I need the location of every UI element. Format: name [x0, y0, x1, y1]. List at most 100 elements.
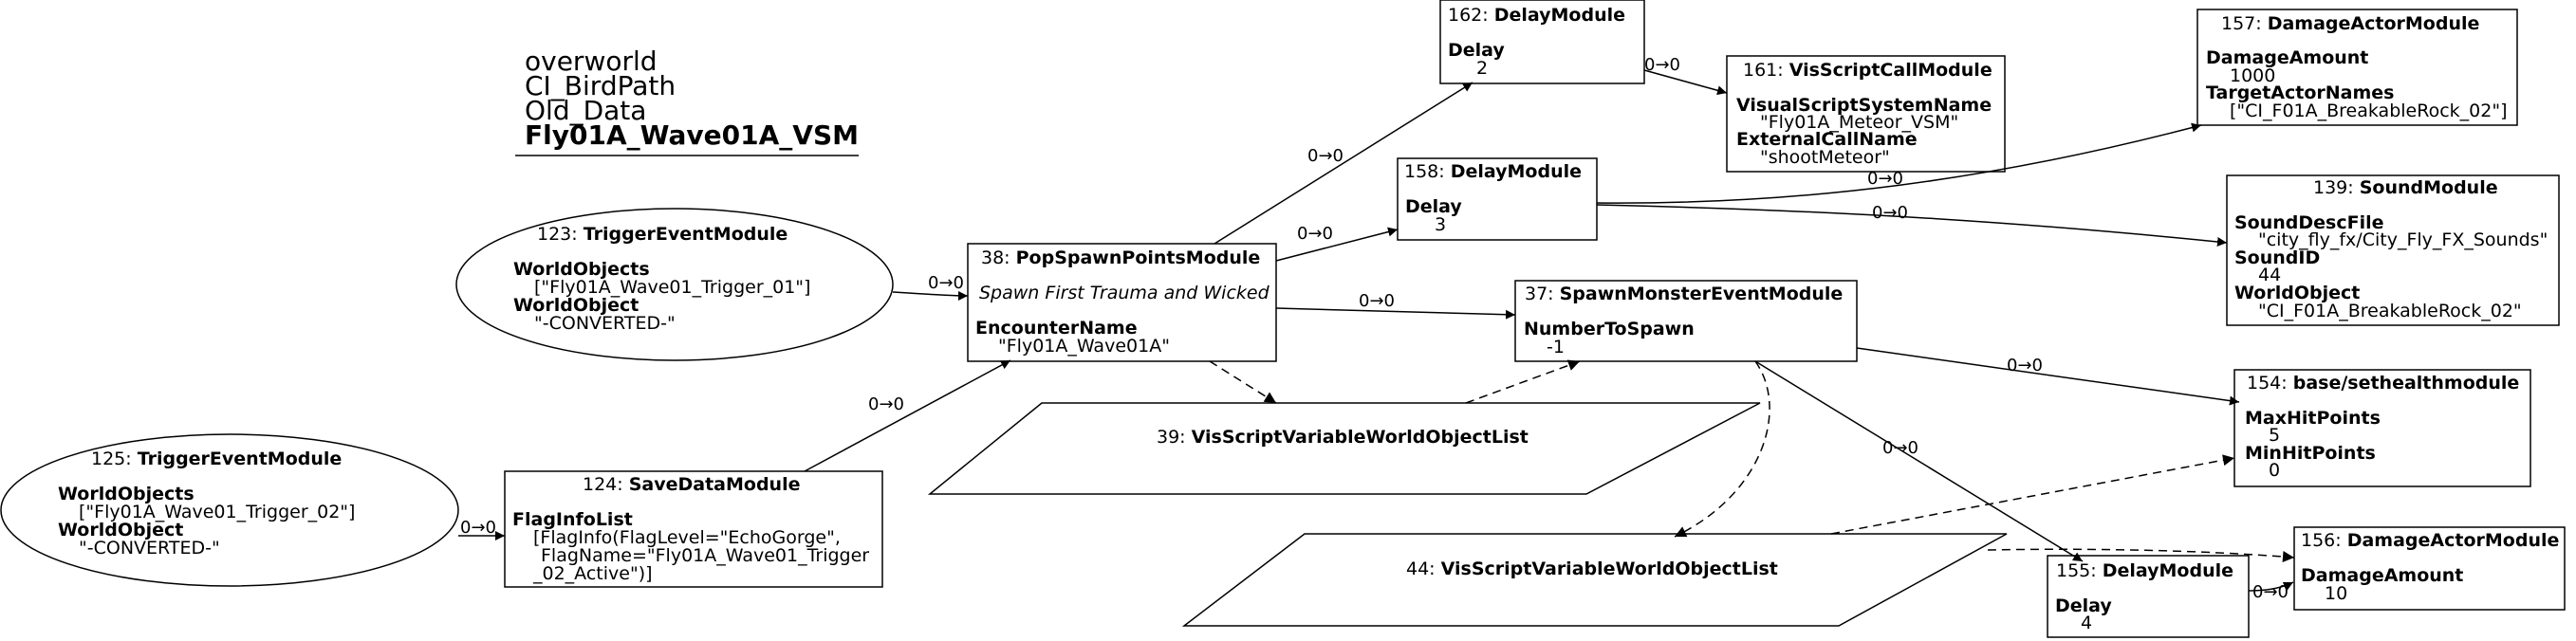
edge-37-155: [1754, 360, 2084, 562]
node-header: 157: DamageActorModule: [2221, 13, 2479, 34]
node-162-delay[interactable]: 162: DelayModule Delay 2: [1439, 0, 1645, 84]
node-37-spawn-monster[interactable]: 37: SpawnMonsterEventModule NumberToSpaw…: [1514, 280, 1858, 362]
node-prop-value: 2: [1476, 58, 1488, 79]
node-prop-key: SoundID: [2234, 247, 2320, 268]
node-prop-key: WorldObject: [2234, 283, 2360, 303]
node-prop-key: MinHitPoints: [2245, 443, 2376, 464]
node-158-delay[interactable]: 158: DelayModule Delay 3: [1397, 157, 1598, 241]
node-prop-value: 4: [2081, 613, 2092, 633]
node-123-trigger-event[interactable]: 123: TriggerEventModule WorldObjects ["F…: [455, 208, 894, 361]
node-shape: [2047, 555, 2250, 638]
edge-label-125-124: 0→0: [460, 518, 496, 538]
title-graph-name: Fly01A_Wave01A_VSM: [525, 119, 859, 151]
edge-label-123-38: 0→0: [928, 273, 964, 293]
node-154-set-health[interactable]: 154: base/sethealthmodule MaxHitPoints 5…: [2233, 369, 2531, 487]
node-prop-key: SoundDescFile: [2234, 212, 2384, 233]
node-header: 44: VisScriptVariableWorldObjectList: [1406, 559, 1778, 579]
node-prop-key: WorldObject: [58, 520, 183, 540]
node-shape: [967, 243, 1277, 362]
node-shape: [1439, 0, 1645, 84]
node-139-sound[interactable]: 139: SoundModule SoundDescFile "city_fly…: [2226, 174, 2560, 326]
edge-158-139: [1596, 204, 2228, 247]
node-shape: [1514, 280, 1858, 362]
edge-38-162: [1214, 82, 1473, 245]
node-header: 123: TriggerEventModule: [537, 224, 788, 245]
edge-label-37-155: 0→0: [1882, 438, 1918, 458]
node-prop-value: -1: [1547, 337, 1565, 357]
node-prop-value: "Fly01A_Wave01A": [998, 336, 1170, 357]
node-prop-value: "city_fly_fx/City_Fly_FX_Sounds": [2258, 229, 2548, 250]
node-prop-value: 1000: [2230, 65, 2275, 86]
edge-label-158-157: 0→0: [1867, 169, 1903, 189]
node-prop-key: DamageAmount: [2301, 565, 2463, 586]
node-155-delay[interactable]: 155: DelayModule Delay 4: [2047, 555, 2250, 638]
node-prop-value: "shootMeteor": [1760, 147, 1890, 168]
node-description: Spawn First Trauma and Wicked: [979, 283, 1270, 303]
node-header: 158: DelayModule: [1404, 161, 1582, 182]
node-prop-key: WorldObjects: [513, 259, 650, 280]
node-header: 154: base/sethealthmodule: [2247, 373, 2519, 394]
edge-162-161: [1643, 69, 1728, 96]
node-shape: [2233, 369, 2531, 487]
edge-labels: 0→0 0→0 0→0 0→0 0→0 0→0 0→0 0→0 0→0 0→0 …: [460, 55, 2289, 602]
node-header: 38: PopSpawnPointsModule: [981, 247, 1260, 268]
node-157-damage-actor[interactable]: 157: DamageActorModule DamageAmount 1000…: [2196, 9, 2518, 126]
node-shape: [1726, 55, 2006, 173]
node-prop-value: 44: [2258, 265, 2281, 285]
node-header: 139: SoundModule: [2313, 177, 2498, 198]
node-prop-key: ExternalCallName: [1736, 129, 1918, 150]
node-125-trigger-event[interactable]: 125: TriggerEventModule WorldObjects ["F…: [0, 433, 459, 587]
node-prop-key: Delay: [1405, 196, 1462, 217]
edge-label-162-161: 0→0: [1644, 55, 1680, 75]
edge-155-156: [2248, 581, 2294, 592]
node-prop-value: 10: [2325, 583, 2347, 604]
node-124-save-data[interactable]: 124: SaveDataModule FlagInfoList [FlagIn…: [504, 470, 883, 588]
title-line-3: Old_Data: [525, 95, 646, 126]
node-prop-value: [FlagInfo(FlagLevel="EchoGorge",: [533, 527, 841, 548]
node-shape: [455, 208, 894, 361]
node-prop-key: WorldObject: [513, 295, 639, 316]
node-prop-value: _02_Active")]: [532, 563, 653, 584]
node-prop-key: EncounterName: [975, 318, 1138, 339]
edge-39-37: [1465, 359, 1581, 404]
edge-label-38-158: 0→0: [1297, 224, 1333, 244]
node-shape: [2293, 526, 2566, 611]
edge-38-158: [1275, 227, 1399, 262]
node-prop-key: MaxHitPoints: [2245, 408, 2381, 429]
edge-label-38-162: 0→0: [1307, 146, 1344, 166]
edge-38-37: [1275, 307, 1516, 320]
node-38-pop-spawn-points[interactable]: 38: PopSpawnPointsModule Spawn First Tra…: [967, 243, 1277, 362]
node-prop-value: ["Fly01A_Wave01_Trigger_02"]: [79, 502, 355, 522]
node-39-vis-script-variable[interactable]: 39: VisScriptVariableWorldObjectList: [927, 402, 1761, 495]
node-prop-value: 5: [2269, 425, 2280, 446]
node-prop-value: "-CONVERTED-": [79, 538, 220, 559]
edge-124-38: [804, 359, 1011, 472]
node-prop-value: FlagName="Fly01A_Wave01_Trigger: [541, 545, 869, 566]
node-shape: [1181, 533, 2008, 627]
node-prop-value: "CI_F01A_BreakableRock_02": [2258, 301, 2522, 321]
node-prop-value: "Fly01A_Meteor_VSM": [1760, 112, 1958, 133]
node-44-vis-script-variable[interactable]: 44: VisScriptVariableWorldObjectList: [1181, 533, 2008, 627]
node-161-vis-script-call[interactable]: 161: VisScriptCallModule VisualScriptSys…: [1726, 55, 2006, 173]
node-prop-key: Delay: [1448, 40, 1505, 61]
node-shape: [504, 470, 883, 588]
node-header: 156: DamageActorModule: [2301, 530, 2559, 551]
node-prop-value: 3: [1435, 214, 1446, 235]
title-line-2: CI_BirdPath: [525, 70, 676, 101]
node-header: 37: SpawnMonsterEventModule: [1525, 284, 1843, 304]
node-header: 39: VisScriptVariableWorldObjectList: [1157, 427, 1529, 448]
edge-label-155-156: 0→0: [2252, 582, 2289, 602]
node-prop-key: NumberToSpawn: [1524, 319, 1695, 339]
node-header: 124: SaveDataModule: [583, 474, 800, 495]
node-prop-key: DamageAmount: [2206, 47, 2368, 68]
edge-37-154: [1856, 347, 2240, 406]
graph-title: overworld CI_BirdPath Old_Data Fly01A_Wa…: [515, 46, 859, 156]
node-shape: [2196, 9, 2518, 126]
edges: [457, 69, 2295, 592]
node-prop-value: ["Fly01A_Wave01_Trigger_01"]: [534, 277, 810, 298]
edge-123-38: [892, 290, 969, 301]
node-prop-value: 0: [2269, 460, 2280, 481]
node-156-damage-actor[interactable]: 156: DamageActorModule DamageAmount 10: [2293, 526, 2566, 611]
edge-44-154: [1830, 454, 2235, 535]
